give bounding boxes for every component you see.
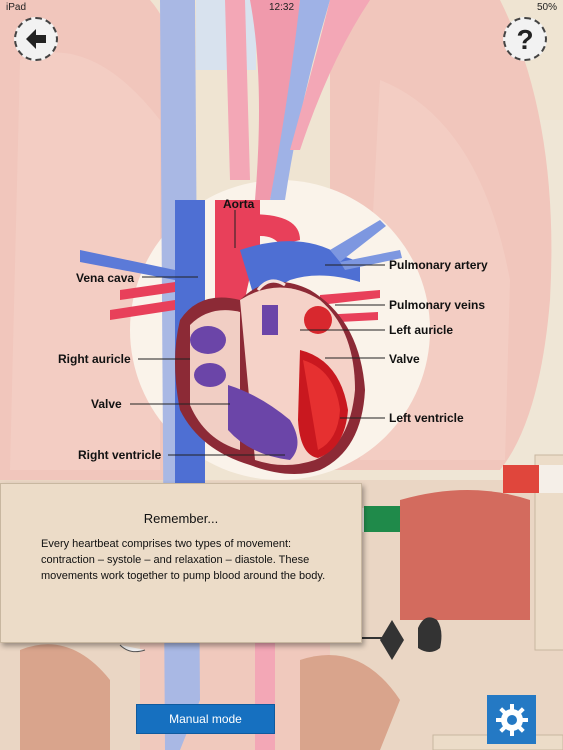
label-right-ventricle: Right ventricle <box>78 448 162 462</box>
label-aorta: Aorta <box>223 197 255 211</box>
label-left-auricle: Left auricle <box>389 323 454 337</box>
back-arrow-icon <box>26 29 46 49</box>
help-button[interactable]: ? <box>503 17 547 61</box>
panel-body: Every heartbeat comprises two types of m… <box>41 538 326 582</box>
heartbeat-slider[interactable] <box>378 615 444 661</box>
label-valve-left: Valve <box>389 352 420 366</box>
label-right-auricle: Right auricle <box>58 352 131 366</box>
remember-panel: Remember... Every heartbeat comprises tw… <box>0 483 362 643</box>
battery-level: 50% <box>536 2 557 13</box>
device-name: iPad <box>6 2 27 13</box>
panel-title: Remember... <box>143 511 219 526</box>
label-vena-cava: Vena cava <box>76 271 135 285</box>
label-pulmonary-artery: Pulmonary artery <box>389 258 488 272</box>
help-icon: ? <box>516 24 533 54</box>
gear-icon <box>495 703 528 736</box>
manual-mode-button[interactable]: Manual mode <box>136 704 275 734</box>
svg-text:?: ? <box>516 24 533 54</box>
status-bar: iPad 12:32 50% <box>0 0 563 16</box>
settings-button[interactable] <box>487 695 536 744</box>
status-time: 12:32 <box>268 2 295 13</box>
label-pulmonary-veins: Pulmonary veins <box>389 298 486 312</box>
back-button[interactable] <box>14 17 58 61</box>
label-valve-right: Valve <box>91 397 122 411</box>
label-left-ventricle: Left ventricle <box>389 411 464 425</box>
systole-diastole-toggle[interactable] <box>336 505 400 533</box>
